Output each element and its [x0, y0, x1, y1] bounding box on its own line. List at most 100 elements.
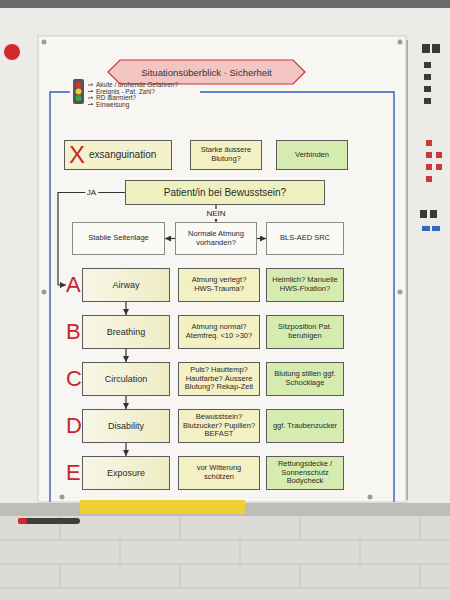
- poster-sheet: [38, 36, 406, 502]
- question-box: Bewusstsein? Blutzucker? Pupillen? BEFAS…: [178, 409, 260, 443]
- node-text: Exposure: [107, 468, 145, 478]
- text-stack: Rettungsdecke / Sonnenschutz Bodycheck: [267, 460, 343, 486]
- marker-cap: [18, 518, 27, 524]
- text-stack: Breathing: [104, 327, 149, 337]
- abcde-step: E Exposure: [66, 456, 170, 490]
- decision-box: Patient/in bei Bewusstsein?: [125, 180, 325, 205]
- node-text: Puls? Hauttemp? Hautfarbe? Äussere Blutu…: [182, 366, 256, 392]
- node-text: Starke äussere Blutung?: [194, 146, 258, 163]
- text-stack: ggf. Traubenzucker: [270, 422, 340, 431]
- step-letter: X: [69, 143, 85, 167]
- action-box: Rettungsdecke / Sonnenschutz Bodycheck: [266, 456, 344, 490]
- node-text: exsanguination: [89, 149, 156, 161]
- step-letter: A: [66, 274, 82, 296]
- decision-box: Stabile Seitenlage: [72, 222, 165, 255]
- action-box: Heimlich? Manuelle HWS-Fixation?: [266, 268, 344, 302]
- flow-connector: [125, 302, 126, 315]
- step-letter: B: [66, 321, 82, 343]
- board-magnets: [420, 44, 440, 218]
- flow-connector: [125, 396, 126, 409]
- step-label-box: Breathing: [82, 315, 170, 349]
- text-stack: Verbinden: [292, 151, 332, 160]
- frame-top: [0, 0, 450, 8]
- node-text: Sitzposition Pat. beruhigen: [270, 323, 340, 340]
- text-stack: Normale Atmung vorhanden?: [176, 230, 256, 247]
- flow-connector: [125, 443, 126, 456]
- question-box: Starke äussere Blutung?: [190, 140, 262, 170]
- step-label-box: Airway: [82, 268, 170, 302]
- node-text: ggf. Traubenzucker: [273, 422, 337, 431]
- node-text: vor Witterung schützen: [182, 464, 256, 481]
- question-box: Atmung normal? Atemfreq. <10 >30?: [178, 315, 260, 349]
- node-text: Disability: [108, 421, 144, 431]
- text-stack: Exposure: [104, 468, 148, 478]
- node-text: Blutung stillen ggf. Schocklage: [270, 370, 340, 387]
- text-stack: Starke äussere Blutung?: [191, 146, 261, 163]
- step-letter: C: [66, 368, 82, 390]
- board-red-tags: [426, 140, 442, 182]
- step-label-box: Disability: [82, 409, 170, 443]
- text-stack: vor Witterung schützen: [179, 464, 259, 481]
- action-box: Verbinden: [276, 140, 348, 170]
- text-stack: Patient/in bei Bewusstsein?: [161, 187, 289, 199]
- action-box: Sitzposition Pat. beruhigen: [266, 315, 344, 349]
- node-text: Heimlich? Manuelle HWS-Fixation?: [270, 276, 340, 293]
- text-stack: Bewusstsein? Blutzucker? Pupillen? BEFAS…: [179, 413, 259, 439]
- text-stack: Circulation: [102, 374, 151, 384]
- text-stack: exsanguination: [86, 149, 159, 161]
- node-text: Airway: [112, 280, 139, 290]
- edge-label: JA: [85, 188, 98, 198]
- node-text: Rettungsdecke / Sonnenschutz Bodycheck: [270, 460, 340, 486]
- node-text: Atmung verlegt? HWS-Trauma?: [182, 276, 256, 293]
- magnet: [4, 44, 20, 60]
- traffic-light: [73, 79, 84, 104]
- node-text: BLS-AED SRC: [280, 234, 330, 243]
- abcde-step: C Circulation: [66, 362, 170, 396]
- text-stack: Sitzposition Pat. beruhigen: [267, 323, 343, 340]
- text-stack: BLS-AED SRC: [277, 234, 333, 243]
- flow-connector: [165, 238, 175, 239]
- board-blue-tags: [422, 226, 440, 231]
- decision-box: Normale Atmung vorhanden?: [175, 222, 257, 255]
- abcde-step: B Breathing: [66, 315, 170, 349]
- flow-connector: [125, 349, 126, 362]
- text-stack: Disability: [105, 421, 147, 431]
- sticky-note: [80, 500, 245, 514]
- text-stack: Puls? Hauttemp? Hautfarbe? Äussere Blutu…: [179, 366, 259, 392]
- abcde-step: DDisability: [66, 409, 170, 443]
- step-label-box: Exposure: [82, 456, 170, 490]
- abcde-step: A Airway: [66, 268, 170, 302]
- node-text: Normale Atmung vorhanden?: [179, 230, 253, 247]
- text-stack: Heimlich? Manuelle HWS-Fixation?: [267, 276, 343, 293]
- text-stack: Stabile Seitenlage: [85, 234, 151, 243]
- text-stack: Airway: [109, 280, 142, 290]
- node-text: Stabile Seitenlage: [88, 234, 148, 243]
- text-stack: Blutung stillen ggf. Schocklage: [267, 370, 343, 387]
- step-letter: E: [66, 462, 82, 484]
- edge-label: NEIN: [204, 209, 227, 219]
- node-text: Circulation: [105, 374, 148, 384]
- action-box: ggf. Traubenzucker: [266, 409, 344, 443]
- bullet-arrows: [88, 84, 93, 105]
- marker-pen: [18, 518, 80, 524]
- node-text: Verbinden: [295, 151, 329, 160]
- poster-title: Situationsüberblick · Sicherheit: [112, 62, 301, 82]
- step-label-box: Circulation: [82, 362, 170, 396]
- decision-box: BLS-AED SRC: [266, 222, 344, 255]
- title-hexagon: [108, 60, 305, 84]
- text-stack: Atmung normal? Atemfreq. <10 >30?: [179, 323, 259, 340]
- question-box: Atmung verlegt? HWS-Trauma?: [178, 268, 260, 302]
- question-box: vor Witterung schützen: [178, 456, 260, 490]
- node-text: Breathing: [107, 327, 146, 337]
- text-stack: Atmung verlegt? HWS-Trauma?: [179, 276, 259, 293]
- node-text: Patient/in bei Bewusstsein?: [164, 187, 286, 199]
- pins: [42, 40, 403, 500]
- node-text: Atmung normal? Atemfreq. <10 >30?: [182, 323, 256, 340]
- blue-frame: [50, 92, 394, 502]
- whiteboard: [0, 8, 450, 505]
- question-box: Puls? Hauttemp? Hautfarbe? Äussere Blutu…: [178, 362, 260, 396]
- bullet-note: Einweisung: [96, 102, 129, 109]
